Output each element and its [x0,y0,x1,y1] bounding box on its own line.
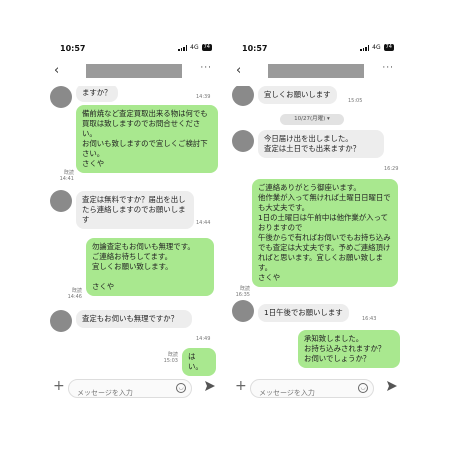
chat-header: ‹ ··· [46,60,222,86]
message-bubble-in: 査定は無料ですか？届出を出したら連絡しますのでお願いします [76,191,194,229]
message-bubble-in: 宜しくお願いします [258,86,337,104]
message-timestamp: 14:49 [196,336,211,342]
avatar [232,86,254,106]
emoji-icon[interactable]: ◡ [358,383,368,393]
message-timestamp: 14:39 [196,94,211,100]
status-bar: 10:57 4G 74 [46,38,222,60]
redacted-contact-name [268,64,364,78]
send-icon[interactable] [204,380,216,392]
battery-icon: 74 [201,44,212,51]
plus-icon[interactable]: + [53,378,65,394]
network-label: 4G [190,44,199,51]
message-timestamp: 15:05 [348,98,363,104]
back-arrow-icon[interactable]: ‹ [236,63,242,78]
message-timestamp: 16:43 [362,316,377,322]
status-bar: 10:57 4G 74 [228,38,404,60]
date-separator[interactable]: 10/27(月曜) ▾ [280,114,344,125]
status-icons: 4G 74 [360,44,394,51]
avatar [232,130,254,152]
avatar [50,86,72,108]
send-icon[interactable] [386,380,398,392]
signal-icon [178,44,188,51]
message-bubble-out: ご連絡ありがとう御座います。 他作業が入って無ければ土曜日日曜日でも大丈夫です。… [252,179,398,287]
message-bubble-in: ますか？ [76,86,118,102]
signal-icon [360,44,370,51]
chat-header: ‹ ··· [228,60,404,86]
message-bubble-out: はい。 [182,348,216,376]
back-arrow-icon[interactable]: ‹ [54,63,60,78]
message-bubble-in: 査定もお伺いも無理ですか？ [76,310,192,328]
message-timestamp: 14:44 [196,220,211,226]
avatar [50,310,72,332]
status-time: 10:57 [242,44,268,53]
message-composer: + ◡ [46,376,222,402]
avatar [232,300,254,322]
message-input-field[interactable]: ◡ [68,379,192,401]
more-options-icon[interactable]: ··· [200,63,212,73]
more-options-icon[interactable]: ··· [382,63,394,73]
status-icons: 4G 74 [178,44,212,51]
plus-icon[interactable]: + [235,378,247,394]
status-time: 10:57 [60,44,86,53]
message-input[interactable] [69,385,169,401]
message-bubble-in: 1日午後でお願いします [258,304,349,322]
avatar [50,190,72,212]
network-label: 4G [372,44,381,51]
message-bubble-out: 承知致しました。 お持ち込みされますか？ お伺いでしょうか？ [298,330,400,368]
message-input-field[interactable]: ◡ [250,379,374,401]
message-bubble-out: 備前焼など査定買取出来る物は何でも買取は致しますのでお問合せください。 お伺いも… [76,105,218,173]
chat-screen-left: 10:57 4G 74 ‹ ··· ますか？ 14:39 備前焼など査定買取出来… [46,38,222,414]
message-input[interactable] [251,385,351,401]
message-composer: + ◡ [228,376,404,402]
redacted-contact-name [86,64,182,78]
message-list[interactable]: 宜しくお願いします 15:05 10/27(月曜) ▾ 今日届け出を出しました。… [228,86,404,378]
message-timestamp: 16:29 [384,166,399,172]
chat-screen-right: 10:57 4G 74 ‹ ··· 宜しくお願いします 15:05 10/27(… [228,38,404,414]
emoji-icon[interactable]: ◡ [176,383,186,393]
message-bubble-out: 勿論査定もお伺いも無理です。 ご連絡お待ちしてます。 宜しくお願い致します。 さ… [86,238,214,296]
message-bubble-in: 今日届け出を出しました。 査定は土日でも出来ますか？ [258,130,384,158]
message-list[interactable]: ますか？ 14:39 備前焼など査定買取出来る物は何でも買取は致しますのでお問合… [46,86,222,378]
battery-icon: 74 [383,44,394,51]
